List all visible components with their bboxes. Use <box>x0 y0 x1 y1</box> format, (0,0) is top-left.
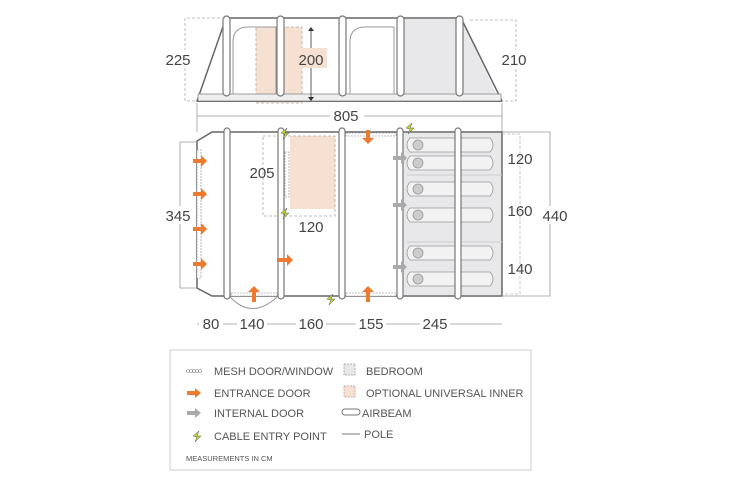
peach-square-icon <box>343 385 356 398</box>
legend-internal: INTERNAL DOOR <box>214 408 304 420</box>
legend-entrance: ENTRANCE DOOR <box>214 388 311 400</box>
inner-width-label: 120 <box>298 219 323 236</box>
height-left-label: 225 <box>165 52 190 69</box>
svg-text:80: 80 <box>203 316 220 333</box>
sleeping-bags <box>406 137 494 287</box>
width-right-label: 440 <box>542 208 567 225</box>
measurements-note: MEASUREMENTS IN CM <box>186 454 273 463</box>
legend-bedroom: BEDROOM <box>366 366 423 378</box>
grey-square-icon <box>343 363 356 376</box>
svg-text:155: 155 <box>358 316 383 333</box>
width-left-label: 345 <box>165 208 190 225</box>
bedroom-width-2: 160 <box>507 203 532 220</box>
legend-airbeam: AIRBEAM <box>362 408 412 420</box>
legend-pole: POLE <box>364 429 393 441</box>
svg-text:160: 160 <box>298 316 323 333</box>
plan-view: 345 440 205 120 120 160 140 80 140 160 1… <box>163 122 572 333</box>
grey-arrow-icon <box>187 408 201 418</box>
inner-depth-label: 205 <box>249 165 274 182</box>
plan-airbeams <box>223 127 462 300</box>
capsule-icon <box>341 408 361 416</box>
legend-optional-inner: OPTIONAL UNIVERSAL INNER <box>366 388 524 400</box>
total-length-label: 805 <box>333 108 358 125</box>
side-view: 200 225 210 <box>165 15 530 104</box>
internal-door-arrows <box>393 152 407 273</box>
bedroom-side <box>402 19 500 101</box>
entrance-door-arrows <box>193 130 374 302</box>
legend-mesh: MESH DOOR/WINDOW <box>214 366 334 378</box>
side-airbeams <box>222 15 464 97</box>
legend-cable: CABLE ENTRY POINT <box>214 431 327 443</box>
svg-text:245: 245 <box>422 316 447 333</box>
mesh-icon <box>186 369 202 373</box>
optional-inner-area <box>290 136 335 209</box>
legend: MESH DOOR/WINDOW ENTRANCE DOOR INTERNAL … <box>169 349 532 471</box>
bottom-dimensions: 80 140 160 155 245 <box>199 314 450 333</box>
cable-entry-points <box>280 122 415 306</box>
height-right-label: 210 <box>501 52 526 69</box>
bedroom-width-1: 120 <box>507 151 532 168</box>
inner-height-label: 200 <box>298 52 323 69</box>
bedroom-width-3: 140 <box>507 261 532 278</box>
lightning-icon <box>192 430 202 443</box>
orange-arrow-icon <box>187 388 201 398</box>
svg-text:140: 140 <box>239 316 264 333</box>
